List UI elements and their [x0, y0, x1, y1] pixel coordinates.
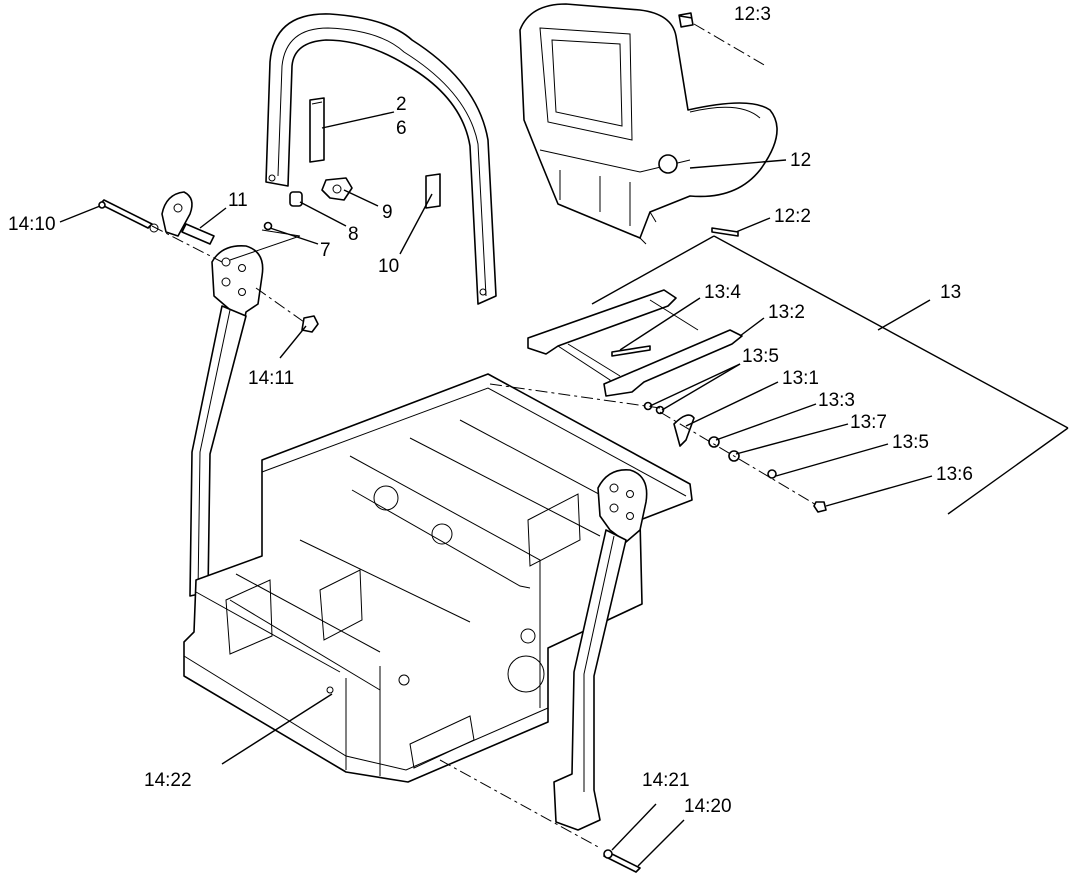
seat-assembly	[519, 3, 778, 245]
decal-10	[425, 173, 441, 209]
callout-13-4: 13:4	[704, 282, 741, 303]
callout-13-7: 13:7	[850, 412, 887, 433]
main-frame	[183, 373, 693, 783]
callout-7: 7	[320, 240, 331, 261]
callout-13: 13	[940, 282, 961, 303]
callout-2: 2	[396, 94, 407, 115]
spacer-8	[289, 191, 303, 207]
latch-11	[149, 191, 215, 245]
callout-14-10: 14:10	[8, 214, 56, 235]
callout-10: 10	[378, 256, 399, 277]
knob-9	[321, 177, 353, 201]
callout-13-3: 13:3	[818, 390, 855, 411]
washer-14-21	[603, 849, 613, 859]
leader-lines	[59, 15, 1069, 867]
seat-knob-12-3	[678, 12, 694, 28]
callout-13-5a: 13:5	[742, 346, 779, 367]
callout-13-2: 13:2	[768, 302, 805, 323]
callout-8: 8	[348, 224, 359, 245]
callout-14-22: 14:22	[144, 770, 192, 791]
callout-12: 12	[790, 150, 811, 171]
callout-12-3: 12:3	[734, 4, 771, 25]
callout-13-6: 13:6	[936, 464, 973, 485]
bolt-12-2	[711, 227, 739, 237]
washer-7	[263, 221, 273, 231]
callout-11: 11	[228, 190, 248, 211]
callout-12-2: 12:2	[774, 206, 811, 227]
callout-13-5b: 13:5	[892, 432, 929, 453]
callout-9: 9	[382, 202, 393, 223]
callout-labels: 2 6 9 8 7 10 11 14:10 14:11 12:3 12 12:2…	[8, 4, 973, 817]
callout-14-11: 14:11	[248, 368, 294, 389]
callout-14-21: 14:21	[642, 770, 690, 791]
seat-plate-13	[527, 289, 827, 513]
callout-14-20: 14:20	[684, 796, 732, 817]
pivot-bracket-left	[189, 245, 264, 597]
callout-13-1: 13:1	[782, 368, 819, 389]
callout-6: 6	[396, 118, 407, 139]
pivot-bracket-right	[553, 469, 648, 831]
roll-bar-hoop	[265, 13, 497, 305]
nut-14-11	[301, 315, 319, 333]
bolt-14-10	[98, 199, 153, 229]
decal-2-6	[309, 97, 325, 163]
